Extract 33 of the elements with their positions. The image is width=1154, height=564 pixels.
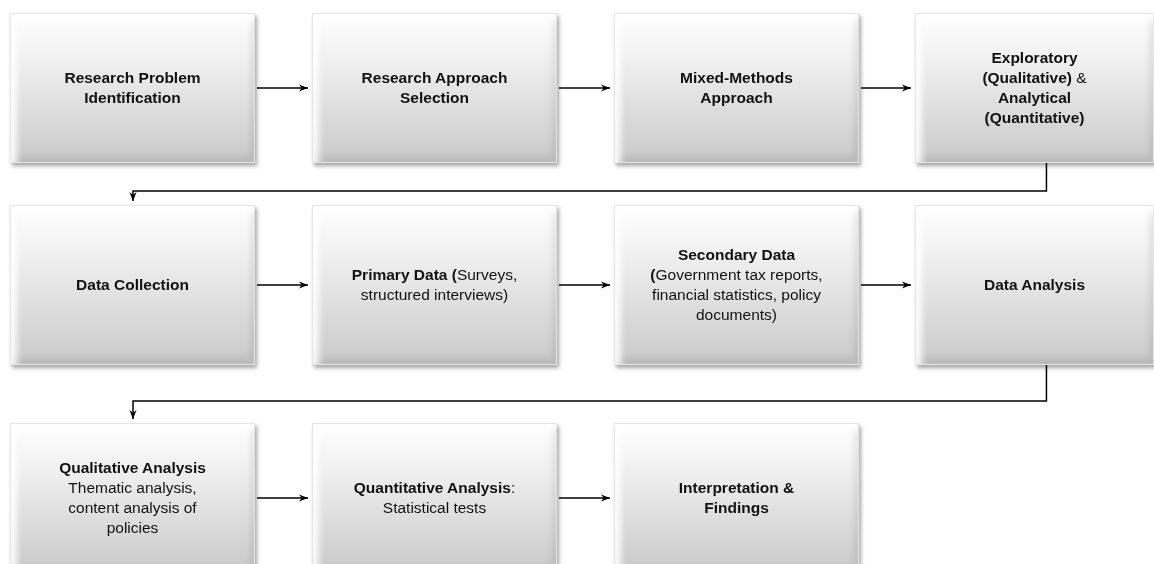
arrow [860,84,912,92]
arrow [860,281,912,289]
box-text: Research Approach Selection [360,67,509,108]
box-text: Mixed-Methods Approach [679,67,794,108]
process-box [614,205,859,365]
box-text: Data Analysis [983,274,1086,295]
box-text: Interpretation & Findings [677,477,796,518]
process-box [312,205,557,365]
box-text: Primary Data (Surveys, structured interviews) [350,264,519,305]
box-text: Research Problem Identification [63,67,202,108]
box-text: Quantitative Analysis: Statistical tests [352,477,517,518]
box-text: Thematic analysis, content analysis of policies [67,477,198,539]
process-box [614,13,859,163]
arrow [129,364,1048,420]
process-box [915,205,1154,365]
box-heading: Qualitative Analysis [59,457,206,478]
process-box [614,423,859,564]
arrow [558,84,611,92]
process-box [915,13,1154,163]
arrow [558,494,611,502]
arrow [129,162,1048,202]
arrow [558,281,611,289]
arrow [256,84,309,92]
process-box [10,205,255,365]
process-box [10,423,255,564]
process-box [312,423,557,564]
process-box [10,13,255,163]
box-text: Data Collection [76,274,189,295]
arrow [256,281,309,289]
box-text: Exploratory (Qualitative) & Analytical (Quantitative) [981,47,1088,129]
arrow [256,494,309,502]
box-text: Secondary Data (Government tax reports, financial statistics, policy documents) [649,244,824,326]
process-box [312,13,557,163]
